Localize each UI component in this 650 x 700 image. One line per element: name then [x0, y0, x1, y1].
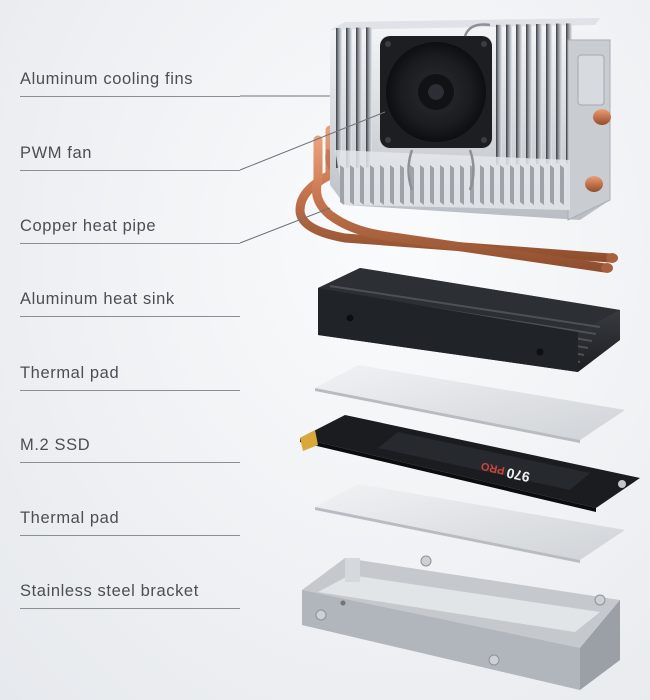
stainless-steel-bracket — [302, 555, 620, 690]
thermal-pad-bottom — [315, 484, 625, 563]
label-thermal-pad-top: Thermal pad — [20, 364, 240, 391]
m2-ssd: 970 PRO — [300, 415, 640, 512]
label-stainless-bracket: Stainless steel bracket — [20, 582, 240, 609]
label-pwm-fan: PWM fan — [20, 144, 240, 171]
label-aluminum-heat-sink: Aluminum heat sink — [20, 290, 240, 317]
label-copper-heat-pipe: Copper heat pipe — [20, 217, 240, 244]
ssd-model-text: 970 — [505, 465, 531, 486]
leader-lines — [239, 95, 386, 244]
label-thermal-pad-bottom: Thermal pad — [20, 509, 240, 536]
label-m2-ssd: M.2 SSD — [20, 436, 240, 463]
label-cooling-fins: Aluminum cooling fins — [20, 70, 240, 97]
aluminum-heat-sink — [318, 268, 620, 372]
pwm-fan — [380, 23, 492, 191]
ssd-label: 970 PRO — [480, 459, 532, 486]
ssd-series-text: PRO — [480, 459, 506, 476]
thermal-pad-top — [315, 365, 625, 443]
